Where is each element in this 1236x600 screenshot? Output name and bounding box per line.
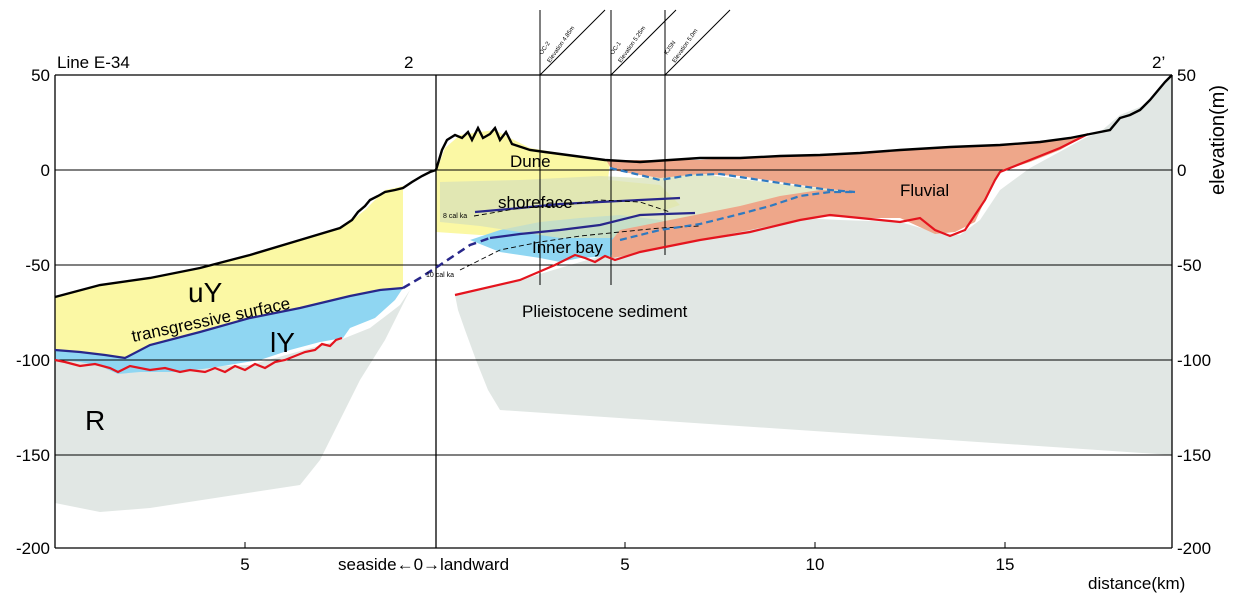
fluvial-boundary-lower (619, 190, 855, 242)
lY-label: lY (270, 327, 295, 358)
origin-label: seaside←0→landward (338, 555, 509, 574)
seaside-erosion-surface (54, 336, 343, 374)
age-10-label: 10 cal ka (426, 272, 454, 279)
pleistocene-label: Plieistocene sediment (522, 302, 688, 321)
age-8-line (473, 199, 671, 217)
fluvial-fill (606, 134, 1088, 258)
svg-text:-150: -150 (1177, 446, 1211, 465)
svg-text:50: 50 (31, 66, 50, 85)
svg-text:5: 5 (240, 555, 249, 574)
y-ticks-left: 50 0 -50 -100 -150 -200 (16, 66, 50, 558)
inner-bay-top-line (489, 211, 696, 240)
svg-text:15: 15 (996, 555, 1015, 574)
borehole-kjsn-elevation: Elevation 5.0m (672, 28, 700, 64)
section-end-label: 2’ (1152, 53, 1165, 72)
uY-fill (55, 186, 403, 358)
svg-text:-200: -200 (16, 539, 50, 558)
transgressive-surface-dashed (402, 236, 491, 290)
transgressive-surface-line (54, 286, 404, 360)
svg-text:50: 50 (1177, 66, 1196, 85)
horizontal-gridlines (55, 169, 1172, 456)
svg-text:-100: -100 (1177, 351, 1211, 370)
lY-fill (55, 288, 403, 374)
svg-text:-200: -200 (1177, 539, 1211, 558)
fluvial-boundary-upper (609, 166, 856, 194)
svg-text:-100: -100 (16, 351, 50, 370)
inner-bay-label: Inner bay (532, 238, 603, 257)
svg-text:5: 5 (620, 555, 629, 574)
borehole-labels: OC-2 Elevation 4.85m OC-1 Elevation 5.25… (539, 25, 700, 64)
y-ticks-right: 50 0 -50 -100 -150 -200 (1177, 66, 1211, 558)
seaside-ground-surface (54, 168, 437, 299)
landward-erosion-surface (454, 133, 1089, 297)
svg-text:-150: -150 (16, 446, 50, 465)
borehole-oc1-name: OC-1 (610, 40, 624, 56)
fluvial-label: Fluvial (900, 181, 949, 200)
y-axis-label: elevation(m) (1207, 85, 1229, 195)
borehole-kjsn-name: KJSN (664, 40, 678, 56)
uY-label: uY (188, 277, 223, 308)
borehole-oc2-name: OC-2 (539, 40, 553, 56)
x-axis-label: distance(km) (1088, 574, 1185, 593)
dune-label: Dune (510, 152, 551, 171)
svg-text:0: 0 (41, 161, 50, 180)
shoreface-label: shoreface (498, 193, 573, 212)
line-label: Line E-34 (57, 53, 130, 72)
section-start-label: 2 (404, 53, 413, 72)
svg-text:10: 10 (806, 555, 825, 574)
R-label: R (85, 405, 105, 436)
age-10-line (459, 225, 701, 271)
svg-text:0: 0 (1177, 161, 1186, 180)
svg-text:-50: -50 (25, 256, 50, 275)
x-ticks: 5 5 10 15 (240, 555, 1014, 574)
svg-text:-50: -50 (1177, 256, 1202, 275)
landward-ground-surface (434, 74, 1173, 171)
transition-wedge-fill (440, 174, 855, 238)
axes-frame (54, 74, 1173, 549)
age-8-label: 8 cal ka (443, 213, 467, 220)
